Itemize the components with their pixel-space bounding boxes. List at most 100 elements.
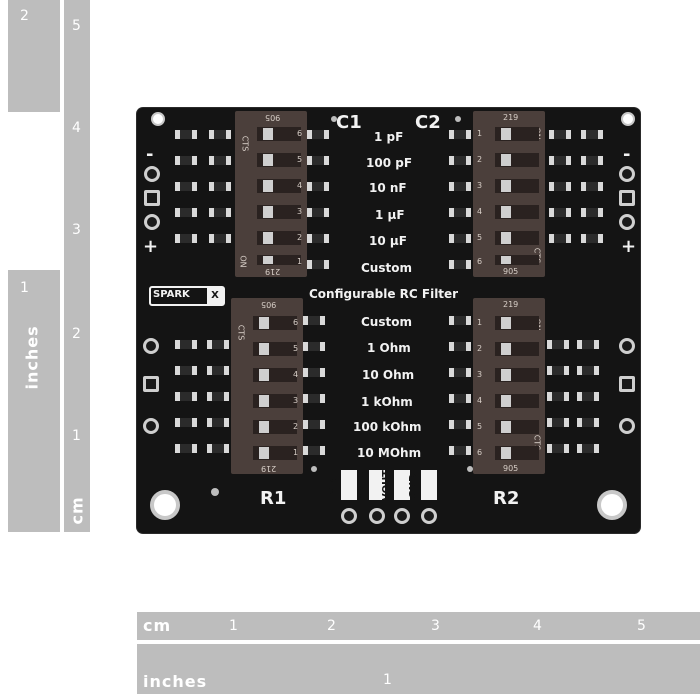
smd-component (449, 394, 471, 403)
dip-c1-code: 905 (265, 113, 281, 122)
dip-r2-slot-2[interactable] (495, 342, 539, 356)
right-plus-label: + (621, 236, 637, 257)
smd-component (449, 156, 471, 165)
left-cm-num-3: 3 (72, 222, 81, 238)
dip-c1-num-3: 3 (297, 207, 303, 216)
smd-component (577, 392, 599, 401)
right-bottom-pin-2[interactable] (619, 376, 635, 392)
right-bottom-pin-1[interactable] (619, 338, 635, 354)
dip-c1-slot-1[interactable] (257, 255, 301, 265)
bottom-cm-num-4: 4 (533, 618, 542, 634)
dip-c1-slot-2[interactable] (257, 231, 301, 245)
left-top-pin-1[interactable] (144, 166, 160, 182)
dip-c2-slot-2[interactable] (495, 153, 539, 167)
dip-c2-code: 905 (503, 267, 519, 276)
dip-r2-slot-1[interactable] (495, 316, 539, 330)
smd-component (577, 444, 599, 453)
sparkx-logo: SPARK X (149, 286, 225, 306)
header-pin-gnd[interactable] (421, 508, 437, 524)
left-cm-num-4: 4 (72, 120, 81, 136)
dip-r1-slot-3[interactable] (253, 394, 297, 408)
right-top-pin-2[interactable] (619, 190, 635, 206)
smd-component (577, 418, 599, 427)
dip-c1-slot-4[interactable] (257, 179, 301, 193)
dip-c2-part: 219 (503, 113, 519, 122)
smd-component (303, 316, 325, 325)
smd-component (209, 234, 231, 243)
dip-r1-num-3: 3 (293, 396, 299, 405)
dip-c1-cts: CTS (240, 135, 250, 152)
left-inch-num-2: 2 (20, 8, 29, 24)
left-bottom-pin-2[interactable] (143, 376, 159, 392)
dip-c2-slot-3[interactable] (495, 179, 539, 193)
left-bottom-pin-3[interactable] (143, 418, 159, 434)
smd-component (209, 208, 231, 217)
left-top-pin-2[interactable] (144, 190, 160, 206)
dip-r2-slot-6[interactable] (495, 446, 539, 460)
smd-component (449, 342, 471, 351)
left-plus-label: + (143, 236, 159, 257)
dip-r2-slot-3[interactable] (495, 368, 539, 382)
smd-component (547, 418, 569, 427)
dip-switch-c1[interactable]: 905 CTS ON 219 6 5 4 3 2 1 (235, 111, 307, 277)
dip-c1-slot-5[interactable] (257, 153, 301, 167)
dip-r1-slot-5[interactable] (253, 342, 297, 356)
smd-component (209, 130, 231, 139)
smd-component (449, 208, 471, 217)
dip-r2-code: 905 (503, 464, 519, 473)
header-pin-vmid[interactable] (369, 508, 385, 524)
dip-c1-slot-3[interactable] (257, 205, 301, 219)
dip-c2-num-5: 5 (477, 233, 483, 242)
dip-switch-r1[interactable]: 905 CTS 219 6 5 4 3 2 1 (231, 298, 303, 474)
dip-r2-slot-4[interactable] (495, 394, 539, 408)
dip-r1-num-4: 4 (293, 370, 299, 379)
c2-label: C2 (415, 112, 441, 133)
smd-component (547, 340, 569, 349)
smd-component (303, 446, 325, 455)
dip-c2-slot-4[interactable] (495, 205, 539, 219)
smd-component (449, 260, 471, 269)
dip-c2-num-1: 1 (477, 129, 483, 138)
smd-component (175, 444, 197, 453)
header-pin-vin[interactable] (341, 508, 357, 524)
dip-c2-slot-5[interactable] (495, 231, 539, 245)
dip-c2-slot-1[interactable] (495, 127, 539, 141)
right-bottom-pin-3[interactable] (619, 418, 635, 434)
bottom-inch-num-1: 1 (383, 672, 392, 688)
left-top-pin-3[interactable] (144, 214, 160, 230)
dip-c1-slot-6[interactable] (257, 127, 301, 141)
dip-c2-slot-6[interactable] (495, 255, 539, 265)
left-cm-label: cm (67, 496, 87, 525)
dip-r1-slot-6[interactable] (253, 316, 297, 330)
smd-component (307, 156, 329, 165)
smd-component (449, 368, 471, 377)
dip-r2-num-3: 3 (477, 370, 483, 379)
smd-component (581, 208, 603, 217)
smd-component (175, 418, 197, 427)
dip-switch-r2[interactable]: 219 ON CTS 905 1 2 3 4 5 6 (473, 298, 545, 474)
smd-component (547, 366, 569, 375)
dip-r1-slot-2[interactable] (253, 420, 297, 434)
bottom-cm-num-5: 5 (637, 618, 646, 634)
r1-label: R1 (260, 488, 287, 509)
right-top-pin-3[interactable] (619, 214, 635, 230)
dip-r1-num-2: 2 (293, 422, 299, 431)
via (331, 116, 337, 122)
dip-c2-num-3: 3 (477, 181, 483, 190)
res-value-1kohm: 1 kOhm (361, 395, 413, 409)
res-value-1ohm: 1 Ohm (367, 341, 411, 355)
right-top-pin-1[interactable] (619, 166, 635, 182)
dip-r1-num-6: 6 (293, 318, 299, 327)
dip-r1-slot-1[interactable] (253, 446, 297, 460)
left-cm-num-5: 5 (72, 18, 81, 34)
smd-component (303, 394, 325, 403)
header-pin-vout[interactable] (394, 508, 410, 524)
dip-switch-c2[interactable]: 219 ON CTS 905 1 2 3 4 5 6 (473, 111, 545, 277)
dip-r1-cts: CTS (236, 324, 246, 341)
dip-r2-slot-5[interactable] (495, 420, 539, 434)
smd-component (209, 156, 231, 165)
smd-component (581, 156, 603, 165)
left-bottom-pin-1[interactable] (143, 338, 159, 354)
smd-component (209, 182, 231, 191)
dip-r1-slot-4[interactable] (253, 368, 297, 382)
